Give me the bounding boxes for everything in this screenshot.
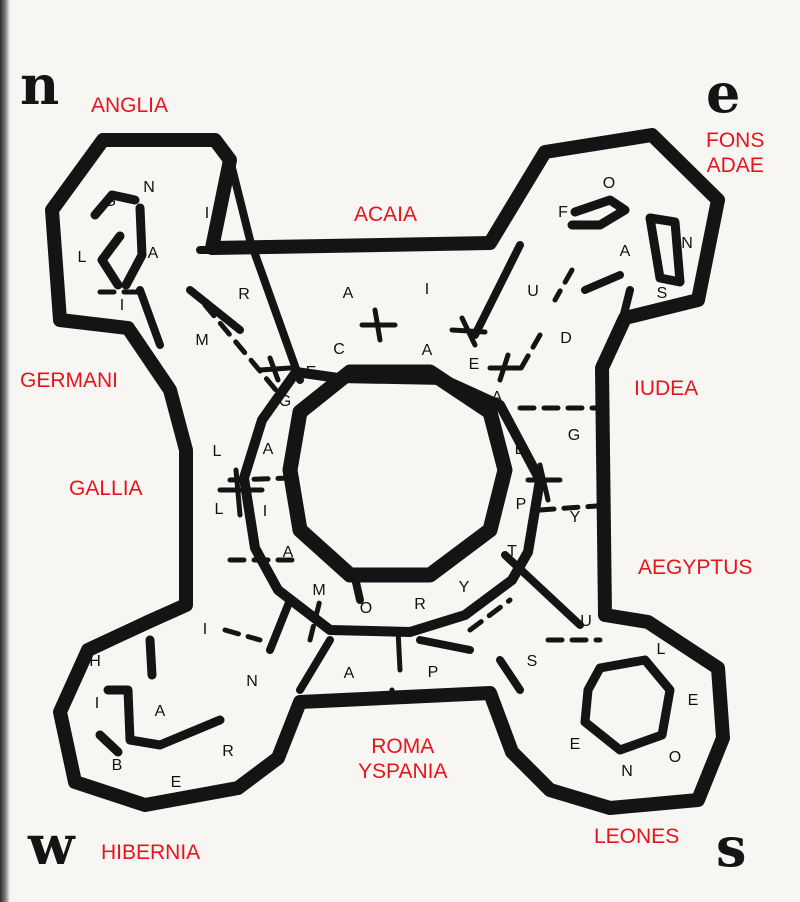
- ne-corner-rings: [567, 195, 685, 287]
- labyrinth-inner-walls: [136, 156, 634, 694]
- maze-letter: M: [312, 582, 325, 599]
- region-label-iudea: IUDEA: [634, 377, 699, 400]
- maze-letter: P: [428, 664, 439, 681]
- maze-letter: G: [279, 393, 291, 410]
- maze-letter: E: [171, 774, 182, 791]
- maze-letter: I: [95, 695, 99, 712]
- maze-letter: A: [263, 441, 274, 458]
- maze-letter: E: [306, 364, 317, 381]
- maze-letter: E: [469, 356, 480, 373]
- region-label-leones: LEONES: [594, 825, 680, 848]
- book-gutter-shadow: [0, 0, 10, 902]
- se-corner-rings: [580, 655, 675, 755]
- maze-letter: E: [515, 441, 526, 458]
- region-label-germani: GERMANI: [20, 369, 119, 392]
- maze-letter: R: [414, 596, 426, 613]
- region-label-fons-adae: FONS ADAE: [706, 129, 765, 177]
- maze-letter: L: [215, 501, 224, 518]
- maze-letter: S: [527, 653, 538, 670]
- maze-letter: L: [657, 641, 666, 658]
- maze-letter: I: [120, 297, 124, 314]
- region-label-hibernia: HIBERNIA: [101, 841, 201, 864]
- maze-letter: U: [527, 283, 539, 300]
- labyrinth-gates: [97, 267, 613, 643]
- maze-letter: A: [422, 342, 433, 359]
- compass-north-letter: n: [20, 53, 60, 117]
- maze-letter: D: [560, 330, 572, 347]
- maze-letter: Y: [570, 509, 581, 526]
- region-label-roma-yspania: ROMA YSPANIA: [358, 735, 448, 783]
- maze-letter: R: [222, 743, 234, 760]
- maze-letter: A: [283, 544, 294, 561]
- maze-letter: S: [657, 285, 668, 302]
- maze-letter: H: [89, 653, 101, 670]
- maze-letter: E: [570, 736, 581, 753]
- maze-letter: G: [104, 193, 116, 210]
- maze-letter: E: [688, 692, 699, 709]
- maze-letter: N: [246, 673, 258, 690]
- maze-letter: T: [507, 543, 517, 560]
- region-label-gallia: GALLIA: [69, 477, 143, 500]
- maze-letter: I: [263, 503, 267, 520]
- region-label-acaia: ACAIA: [354, 203, 418, 226]
- maze-letter: O: [603, 175, 615, 192]
- maze-letter: A: [344, 665, 355, 682]
- region-label-anglia: ANGLIA: [91, 94, 169, 117]
- maze-letter: N: [621, 763, 633, 780]
- maze-letter: M: [195, 332, 208, 349]
- maze-letter: Y: [459, 579, 470, 596]
- maze-letter: P: [516, 496, 527, 513]
- maze-letter: A: [343, 285, 354, 302]
- maze-letter: B: [112, 757, 123, 774]
- compass-west-letter: w: [28, 813, 75, 877]
- maze-letter: L: [213, 443, 222, 460]
- maze-letter: R: [238, 286, 250, 303]
- maze-letter: N: [143, 179, 155, 196]
- maze-letter: O: [360, 600, 372, 617]
- maze-letter: O: [669, 749, 681, 766]
- maze-letter: N: [681, 235, 693, 252]
- nw-corner-rings: [90, 190, 147, 290]
- maze-letters: G N I L A R I M E A I U C A E D A F O A …: [78, 175, 699, 791]
- labyrinth-outer-wall: [45, 128, 730, 815]
- maze-letter: F: [558, 204, 568, 221]
- maze-letter: I: [205, 205, 209, 222]
- labyrinth-center-octagon: [282, 364, 513, 583]
- maze-letter: L: [78, 249, 87, 266]
- maze-letter: A: [155, 703, 166, 720]
- region-label-aegyptus: AEGYPTUS: [638, 556, 753, 579]
- maze-letter: U: [580, 613, 592, 630]
- maze-letter: A: [620, 243, 631, 260]
- cross-marks: [217, 307, 563, 703]
- compass-east-letter: e: [706, 61, 741, 125]
- maze-letter: I: [425, 281, 429, 298]
- maze-letter: A: [492, 389, 503, 406]
- maze-letter: I: [203, 621, 207, 638]
- compass-south-letter: s: [716, 815, 747, 879]
- sw-corner-rings: [95, 635, 225, 757]
- maze-letter: C: [333, 341, 345, 358]
- maze-letter: A: [148, 245, 159, 262]
- maze-letter: G: [568, 427, 580, 444]
